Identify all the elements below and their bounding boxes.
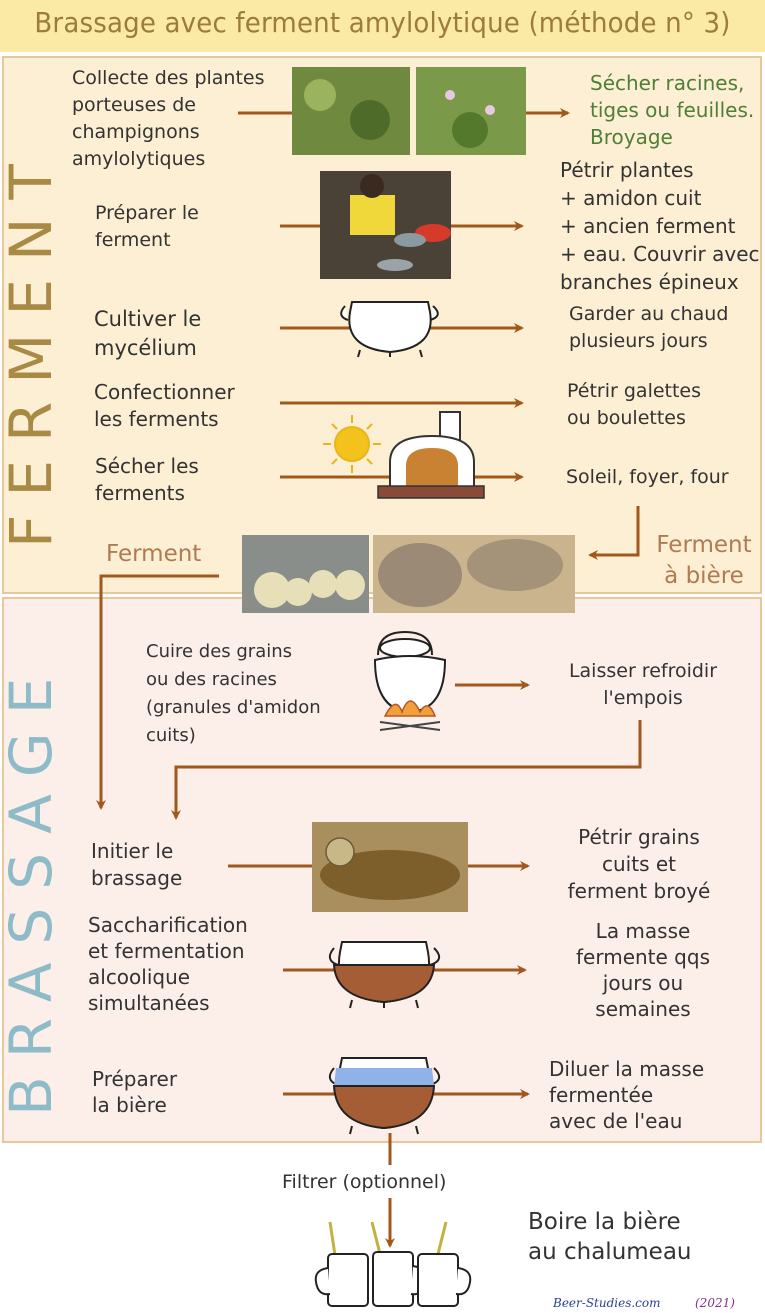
oven-icon [377,411,485,499]
step-preparer-biere-result: Diluer la masse fermentée avec de l'eau [549,1057,705,1133]
step-cuire-text: Cuire des grains ou des racines (granule… [146,641,321,746]
plant-photo-1 [292,67,410,155]
step-secher-result: Soleil, foyer, four [566,466,729,488]
step-preparer-ferment-text: Préparer le ferment [95,202,199,251]
step-confectionner-text: Confectionner les ferments [94,380,235,431]
step-initier-result: Pétrir grains cuits et ferment broyé [567,825,711,903]
diluted-pot-icon [328,1057,441,1135]
step-collecte-result: Sécher racines, tiges ou feuilles. Broya… [590,71,755,149]
step-preparer-biere-text: Préparer la bière [92,1067,178,1117]
beer-mugs-icon [314,1221,472,1307]
step-initier-text: Initier le brassage [91,839,183,890]
step-secher-text: Sécher les ferments [95,454,199,505]
footer-year: (2021) [695,1296,735,1310]
arrow-ferment-to-brassage [96,574,219,810]
arrow-empois-to-brassage [171,720,642,820]
cooking-pot-icon [373,630,447,731]
step-cultiver-text: Cultiver le mycélium [94,307,202,360]
ferment-output-left-label: Ferment [106,541,202,567]
fermenting-pot-icon [328,941,441,1009]
empty-pot-icon [340,301,439,358]
arrow-return-ferment [588,506,640,560]
step-saccharification-text: Saccharification et fermentation alcooli… [88,913,248,1015]
sun-icon [323,415,381,473]
ferment-output-right-label: Ferment à bière [656,532,752,589]
drink-label: Boire la bière au chalumeau [528,1209,692,1265]
step-saccharification-result: La masse fermente qqs jours ou semaines [576,919,710,1021]
step-preparer-ferment-result: Pétrir plantes + amidon cuit + ancien fe… [560,158,760,294]
filter-label: Filtrer (optionnel) [282,1171,447,1193]
footer-site: Beer-Studies.com [553,1296,661,1310]
step-collecte-text: Collecte des plantes porteuses de champi… [72,67,265,170]
page-title: Brassage avec ferment amylolytique (méth… [34,6,731,39]
step-cuire-result: Laisser refroidir l'empois [568,660,718,709]
step-cultiver-result: Garder au chaud plusieurs jours [569,303,729,352]
step-confectionner-result: Pétrir galettes ou boulettes [567,380,702,429]
title-band [0,0,765,52]
